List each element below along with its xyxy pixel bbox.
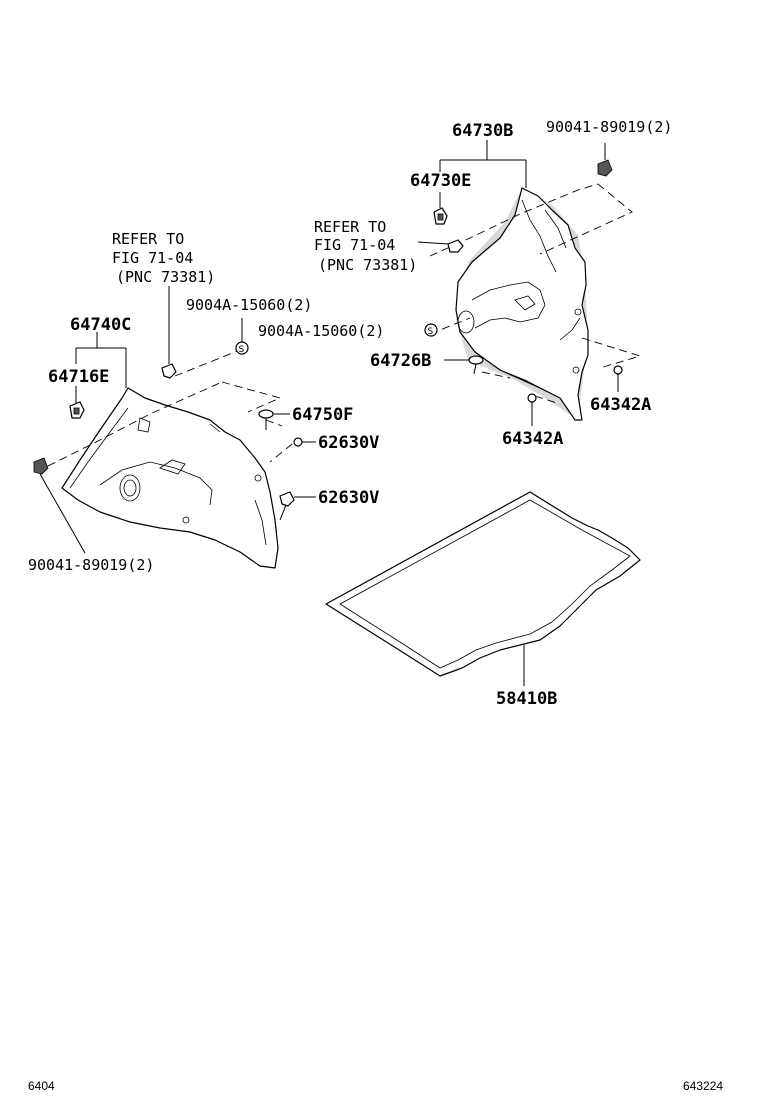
label-refer-left-3: (PNC 73381) — [116, 268, 215, 286]
clip-64750F-icon — [258, 409, 290, 430]
screw-left-refer-icon — [161, 286, 177, 379]
leader-64740C — [75, 332, 127, 404]
bolt-64342A-right-icon — [613, 365, 623, 392]
label-90041-top: 90041-89019(2) — [546, 118, 672, 136]
label-refer-left-1: REFER TO — [112, 230, 184, 248]
left-quarter-trim-panel — [47, 349, 293, 569]
luggage-mat — [325, 491, 641, 686]
label-64730E: 64730E — [410, 171, 471, 191]
label-9004A-right: 9004A-15060(2) — [258, 322, 384, 340]
label-64726B: 64726B — [370, 351, 431, 371]
screw-9004A-right-icon: S — [424, 323, 438, 337]
right-quarter-trim-panel — [429, 183, 642, 421]
label-refer-right-1: REFER TO — [314, 218, 386, 236]
footer-left-code: 6404 — [28, 1079, 55, 1093]
label-64730B: 64730B — [452, 121, 513, 141]
leader-64730B — [439, 140, 527, 208]
clip-90041-top-icon — [597, 143, 613, 177]
label-64750F: 64750F — [292, 405, 353, 425]
screw-9004A-left-icon: S — [235, 318, 249, 355]
label-refer-right-3: (PNC 73381) — [318, 256, 417, 274]
clip-64726B-icon — [444, 355, 484, 375]
label-90041-bottom: 90041-89019(2) — [28, 556, 154, 574]
clip-64730E-icon — [433, 207, 448, 225]
clip-64716E-icon — [69, 401, 85, 419]
screw-right-refer-icon — [417, 239, 464, 253]
bolt-64342A-mid-icon — [527, 393, 537, 426]
label-62630V-1: 62630V — [318, 433, 379, 453]
bolt-62630V-1-icon — [293, 437, 316, 447]
label-9004A-left: 9004A-15060(2) — [186, 296, 312, 314]
footer-right-code: 643224 — [683, 1079, 723, 1093]
svg-text:S: S — [428, 327, 434, 337]
clip-90041-bottom-icon — [33, 457, 86, 554]
svg-text:S: S — [239, 345, 245, 355]
labels: 64730B 90041-89019(2) 64730E REFER TO FI… — [28, 118, 672, 709]
label-64740C: 64740C — [70, 315, 131, 335]
label-64716E: 64716E — [48, 367, 109, 387]
label-64342A-mid: 64342A — [502, 429, 563, 449]
bolt-62630V-2-icon — [279, 491, 316, 521]
label-58410B: 58410B — [496, 689, 557, 709]
label-64342A-right: 64342A — [590, 395, 651, 415]
label-62630V-2: 62630V — [318, 488, 379, 508]
label-refer-left-2: FIG 71-04 — [112, 249, 193, 267]
label-refer-right-2: FIG 71-04 — [314, 236, 395, 254]
